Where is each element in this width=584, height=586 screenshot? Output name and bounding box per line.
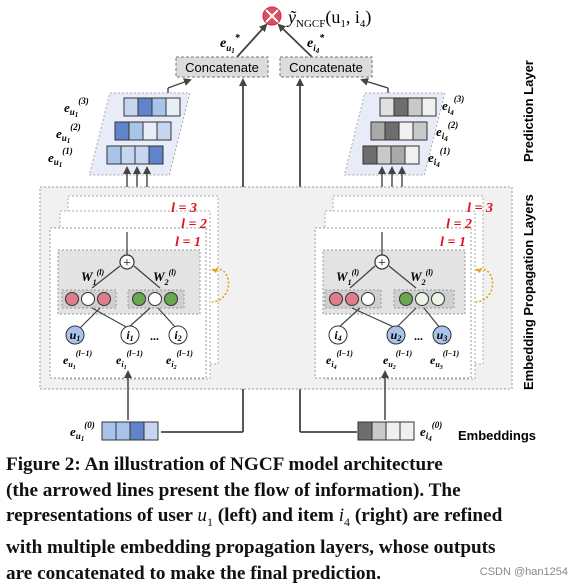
item-w2-label: W2(l) xyxy=(410,268,433,287)
item-layer-embedding-stack: ei4(3) ei4(2) ei4(1) xyxy=(343,92,464,176)
item-emb-1-label: ei4(1) xyxy=(428,146,450,169)
svg-text:Concatenate: Concatenate xyxy=(289,60,363,75)
user-emb-1-label: eu1(1) xyxy=(48,146,73,169)
item-node-u2 xyxy=(386,325,406,345)
item-layer-3-label: l = 3 xyxy=(467,201,493,216)
item-layer-1-label: l = 1 xyxy=(440,235,466,250)
svg-text:+: + xyxy=(378,256,386,271)
figure-caption: Figure 2: An illustration of NGCF model … xyxy=(6,452,580,586)
item-node-i4 xyxy=(328,325,348,345)
item-w1-label: W1(l) xyxy=(336,268,359,287)
caption-line-5: are concatenated to make the final predi… xyxy=(6,562,381,584)
svg-text:ei1(l−1): ei1(l−1) xyxy=(116,349,143,371)
caption-line-3: representations of user u1 (left) and it… xyxy=(6,505,503,529)
item-layer-2-label: l = 2 xyxy=(446,217,472,232)
caption-line-1: Figure 2: An illustration of NGCF model … xyxy=(6,454,443,475)
svg-text:eu1(l−1): eu1(l−1) xyxy=(63,349,93,371)
e-star-item-label: ei4* xyxy=(307,33,325,55)
user-input-embedding: eu1(0) xyxy=(70,420,159,443)
svg-text:...: ... xyxy=(414,329,423,343)
svg-text:eu3(l−1): eu3(l−1) xyxy=(430,349,460,371)
user-layer-embedding-stack: eu1(3) eu1(2) eu1(1) xyxy=(48,92,191,176)
svg-text:ei2(l−1): ei2(l−1) xyxy=(166,349,193,371)
user-emb-2-label: eu1(2) xyxy=(56,122,81,145)
svg-text:+: + xyxy=(123,256,131,271)
svg-text:Concatenate: Concatenate xyxy=(185,60,259,75)
svg-text:ỹNGCF(u1, i4): ỹNGCF(u1, i4) xyxy=(286,7,371,30)
item-input-embedding: ei4(0) xyxy=(357,420,442,443)
item-propagation-layers: l = 3 l = 2 l = 1 + W1(l) W2(l) i4 u2 ..… xyxy=(314,195,493,380)
svg-text:i2: i2 xyxy=(174,328,181,343)
item-emb-2-label: ei4(2) xyxy=(436,120,458,143)
prediction-sub: NGCF xyxy=(296,18,325,30)
ngcf-architecture-diagram: ỹNGCF(u1, i4) eu1* ei4* Concatenate Conc… xyxy=(39,6,536,443)
concatenate-left-box: Concatenate xyxy=(175,56,269,78)
prediction-args: (u xyxy=(325,7,340,28)
propagation-side-label: Embedding Propagation Layers xyxy=(521,194,536,390)
svg-text:ei4(0): ei4(0) xyxy=(420,420,442,443)
prediction-output: ỹNGCF(u1, i4) xyxy=(262,6,371,30)
svg-text:u1: u1 xyxy=(70,328,81,343)
user-node-u1 xyxy=(65,325,85,345)
user-node-i2 xyxy=(168,325,188,345)
concatenate-right-box: Concatenate xyxy=(279,56,373,78)
user-w1-label: W1(l) xyxy=(81,268,104,287)
svg-text:u2: u2 xyxy=(391,328,402,343)
user-emb-3-label: eu1(3) xyxy=(64,96,89,119)
item-node-u3 xyxy=(432,325,452,345)
svg-text:i1: i1 xyxy=(126,328,133,343)
user-propagation-layers: l = 3 l = 2 l = 1 + W1(l) W2(l) u1 i1 ..… xyxy=(49,195,219,380)
svg-text:u3: u3 xyxy=(437,328,448,343)
embeddings-side-label: Embeddings xyxy=(458,428,536,443)
svg-text:i4: i4 xyxy=(334,328,341,343)
svg-text:ei4(l−1): ei4(l−1) xyxy=(326,349,353,371)
svg-text:...: ... xyxy=(150,329,159,343)
watermark-text: CSDN @han1254 xyxy=(477,566,570,578)
user-node-i1 xyxy=(120,325,140,345)
user-layer-1-label: l = 1 xyxy=(175,235,201,250)
svg-text:eu2(l−1): eu2(l−1) xyxy=(383,349,413,371)
prediction-symbol: ỹ xyxy=(286,7,297,27)
user-layer-2-label: l = 2 xyxy=(181,217,207,232)
prediction-layer-side-label: Prediction Layer xyxy=(521,60,536,162)
user-w2-label: W2(l) xyxy=(153,268,176,287)
svg-text:eu1(0): eu1(0) xyxy=(70,420,95,443)
caption-line-4: with multiple embedding propagation laye… xyxy=(6,537,496,559)
e-star-user-label: eu1* xyxy=(220,33,241,55)
caption-line-2: (the arrowed lines present the flow of i… xyxy=(6,479,461,501)
user-layer-3-label: l = 3 xyxy=(171,201,197,216)
item-emb-3-label: ei4(3) xyxy=(442,94,464,117)
